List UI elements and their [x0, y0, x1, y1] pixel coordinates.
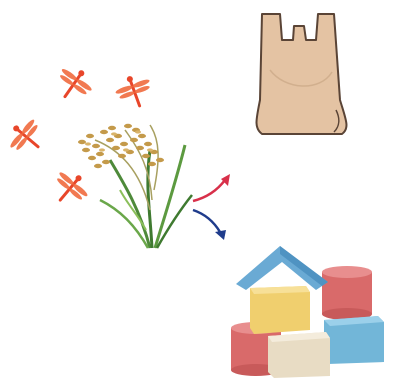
plastic-bag-icon — [257, 14, 347, 134]
rice-plant-icon — [78, 124, 192, 248]
dragonfly-icon — [2, 113, 50, 162]
toy-blocks-icon — [231, 246, 384, 378]
dragonfly-icon — [49, 60, 97, 108]
arrow-icon — [193, 174, 230, 201]
dragonfly-icon — [45, 164, 94, 212]
dragonfly-icon — [112, 70, 157, 113]
arrow-icon — [193, 210, 226, 240]
